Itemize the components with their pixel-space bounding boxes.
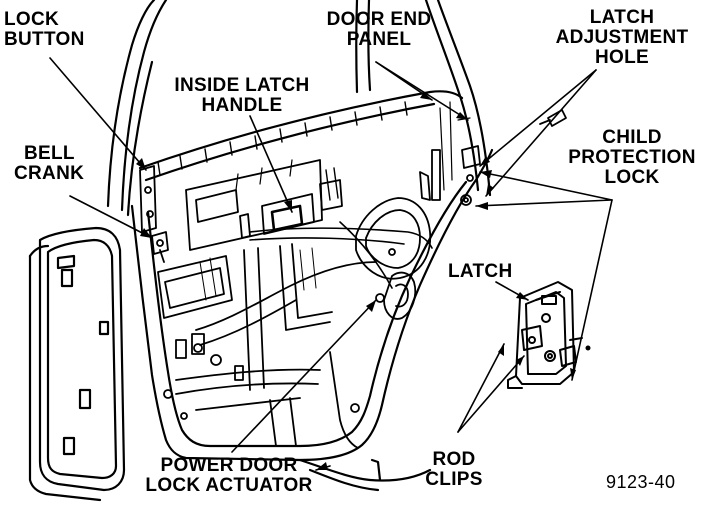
label-line: BELL [24, 143, 75, 164]
label-line: CHILD [602, 127, 662, 148]
label-line: LOCK [4, 9, 60, 30]
screw [539, 109, 567, 127]
label-line: ADJUSTMENT [555, 27, 689, 48]
label-line: DOOR END [326, 9, 432, 30]
label-line: PROTECTION [568, 147, 696, 168]
figure-code: 9123-40 [606, 472, 676, 492]
label-line: POWER DOOR [160, 455, 298, 476]
arrowheads [136, 92, 576, 470]
door-frame [106, 0, 492, 217]
label-bell-crank: BELL CRANK [14, 144, 84, 184]
door-inner-panel [130, 148, 494, 492]
label-door-end-panel: DOOR END PANEL [318, 10, 440, 50]
label-latch: LATCH [448, 262, 512, 282]
label-power-door-lock-actuator: POWER DOOR LOCK ACTUATOR [140, 456, 318, 496]
label-line: LATCH [589, 7, 655, 28]
label-child-protection-lock: CHILD PROTECTION LOCK [564, 128, 700, 188]
label-line: HOLE [595, 47, 649, 68]
label-inside-latch-handle: INSIDE LATCH HANDLE [166, 76, 318, 116]
label-line: HANDLE [201, 95, 283, 116]
label-line: INSIDE LATCH [174, 75, 310, 96]
door-trim-panel [28, 226, 126, 502]
label-line: PANEL [346, 29, 412, 50]
label-line: ROD [432, 449, 476, 470]
label-line: CRANK [14, 163, 85, 184]
label-line: LOCK [604, 167, 660, 188]
label-lock-button: LOCK BUTTON [4, 10, 85, 50]
label-latch-adjustment-hole: LATCH ADJUSTMENT HOLE [546, 8, 698, 68]
label-line: LATCH [448, 261, 513, 282]
label-line: LOCK ACTUATOR [145, 475, 313, 496]
leader-lines [49, 57, 613, 471]
label-rod-clips: ROD CLIPS [414, 450, 494, 490]
door-interior-details [139, 101, 481, 449]
label-line: CLIPS [425, 469, 483, 490]
label-line: BUTTON [4, 29, 85, 50]
